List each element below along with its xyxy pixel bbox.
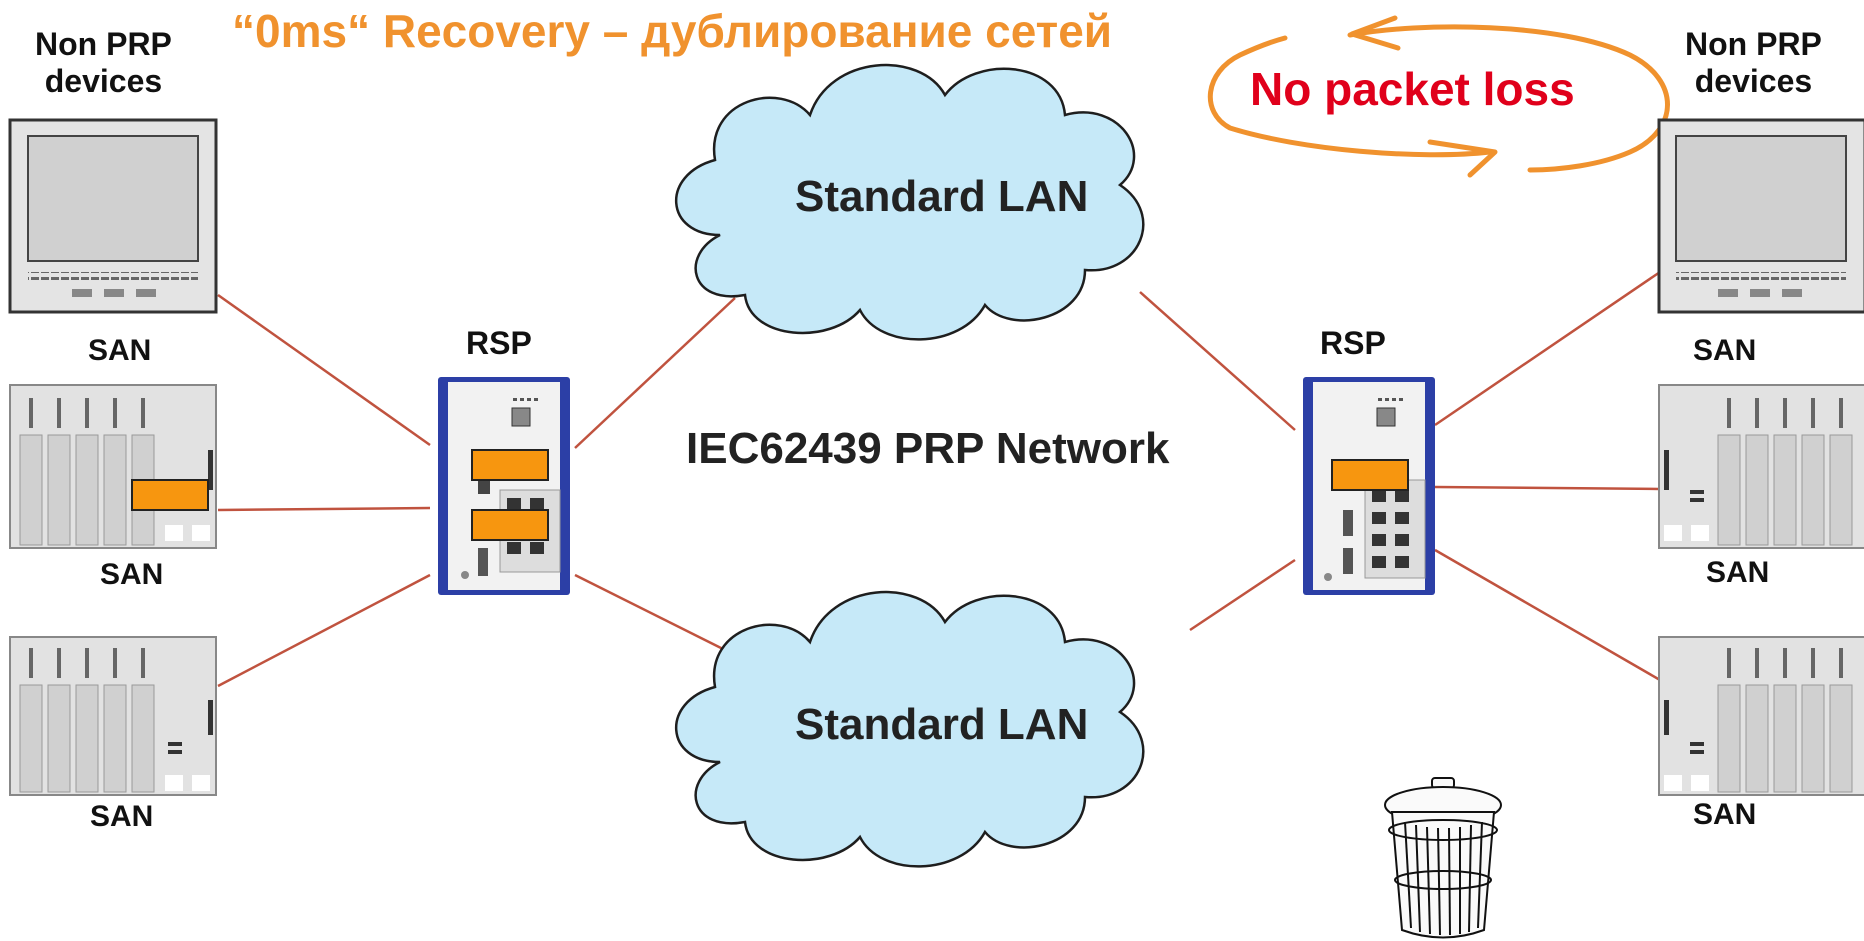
packet — [471, 449, 549, 481]
plc-rack-icon — [9, 636, 217, 796]
link-rspl-bottom — [574, 573, 736, 657]
page-title: “0ms“ Recovery – дублирование сетей — [232, 5, 1113, 57]
plc-rack-icon — [1658, 384, 1864, 549]
packet — [471, 509, 549, 541]
cloud-icon — [675, 590, 1145, 868]
rsp-label-right: RSP — [1320, 325, 1386, 361]
link-right-monitor — [1434, 270, 1661, 427]
link-rspr-bottom — [1189, 558, 1296, 632]
no-packet-loss-label: No packet loss — [1250, 63, 1575, 115]
cloud-icon — [675, 63, 1145, 341]
monitor-icon — [1657, 118, 1864, 314]
packets — [131, 449, 1409, 541]
trash-can-icon — [1384, 777, 1502, 939]
san-label: SAN — [1693, 334, 1757, 367]
rsp-label-left: RSP — [466, 325, 532, 361]
packet — [131, 479, 209, 511]
monitor-icon — [8, 118, 218, 314]
link-right-san2 — [1434, 548, 1661, 682]
link-left-monitor — [217, 293, 431, 447]
san-label: SAN — [88, 334, 152, 367]
network-label: IEC62439 PRP Network — [686, 424, 1170, 473]
right-header: Non PRP devices — [1685, 26, 1822, 99]
link-left-san2 — [217, 573, 431, 688]
cloud-label-top: Standard LAN — [795, 172, 1089, 221]
left-header: Non PRP devices — [35, 26, 172, 99]
cloud-label-bottom: Standard LAN — [795, 700, 1089, 749]
rsp-switch-icon — [438, 377, 570, 595]
san-label: SAN — [1706, 556, 1770, 589]
packet — [1331, 459, 1409, 491]
link-rspl-top — [574, 297, 736, 449]
plc-rack-icon — [9, 384, 217, 549]
circular-arrows-icon — [1207, 15, 1670, 178]
link-right-san1 — [1434, 485, 1661, 491]
san-label: SAN — [1693, 798, 1757, 831]
plc-rack-icon — [1658, 636, 1864, 796]
san-label: SAN — [90, 800, 154, 833]
link-left-san1 — [217, 506, 431, 512]
link-rspr-top — [1139, 291, 1296, 431]
network-links — [217, 270, 1661, 688]
san-label: SAN — [100, 558, 164, 591]
